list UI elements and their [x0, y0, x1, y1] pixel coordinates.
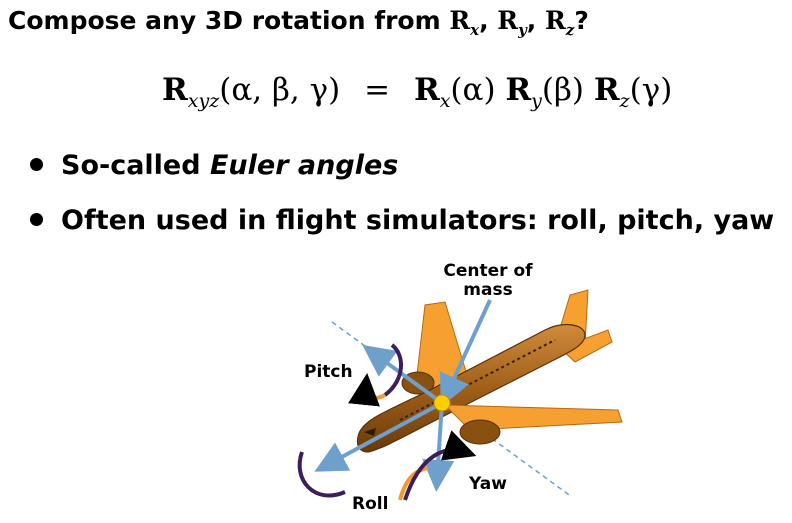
roll-rotation-arc	[297, 451, 346, 498]
yaw-label: Yaw	[469, 474, 507, 494]
pitch-rotation-arc	[383, 343, 404, 397]
title-sep: ,	[479, 6, 498, 35]
title-matrix-rz: Rz	[545, 6, 575, 39]
bullet-flight-simulators: Often used in flight simulators: roll, p…	[30, 205, 774, 236]
pitch-axis-arrow	[362, 344, 444, 405]
center-of-mass-pointer	[439, 299, 492, 407]
center-of-mass-label: Center of mass	[443, 261, 533, 300]
eq-rz-arg: (γ)	[629, 72, 673, 108]
bullet-dot	[30, 213, 43, 226]
eq-lhs-args: (α, β, γ)	[219, 72, 341, 108]
eq-equals: =	[364, 72, 391, 108]
center-of-mass-dot	[433, 394, 451, 412]
title-question: ?	[574, 6, 589, 35]
eq-rx-arg: (α)	[450, 72, 496, 108]
pitch-label: Pitch	[304, 362, 353, 382]
slide-title: Compose any 3D rotation from Rx, Ry, Rz?	[8, 6, 589, 39]
euler-equation: Rxyz(α, β, γ) = Rx(α) Ry(β) Rz(γ)	[162, 72, 672, 112]
title-sep: ,	[526, 6, 545, 35]
title-prefix: Compose any 3D rotation from	[8, 6, 450, 35]
tail-stabilizer	[559, 329, 613, 363]
bullet-text: So-called	[61, 150, 210, 181]
eq-ry-symbol: R	[505, 72, 532, 108]
pitch-rotation-arc-orange	[348, 373, 386, 407]
eq-lhs-symbol: R	[162, 72, 188, 108]
lower-engine	[459, 419, 501, 445]
bullet-italic-text: Euler angles	[209, 150, 399, 181]
eq-rx-sub: x	[439, 90, 451, 113]
yaw-axis-arrow	[422, 402, 455, 492]
eq-rz-symbol: R	[593, 72, 620, 108]
windows-line	[399, 339, 556, 421]
title-matrix-ry: Ry	[497, 6, 527, 39]
bullet-text: Often used in flight simulators: roll, p…	[61, 205, 775, 236]
eq-ry-sub: y	[531, 90, 542, 113]
eq-rx-symbol: R	[413, 72, 440, 108]
bullet-dot	[30, 158, 43, 171]
roll-label: Roll	[352, 494, 389, 514]
roll-rotation-arc-orange	[398, 466, 429, 501]
yaw-rotation-arc	[403, 430, 477, 501]
eq-ry-arg: (β)	[541, 72, 585, 108]
fuselage	[356, 323, 586, 453]
roll-axis-arrow	[314, 401, 443, 472]
eq-rz-sub: z	[619, 90, 630, 113]
eq-lhs-sub: xyz	[187, 90, 220, 113]
cockpit	[364, 428, 376, 436]
title-matrix-rx: Rx	[449, 6, 480, 39]
bullet-euler-angles: So-called Euler angles	[30, 150, 398, 181]
